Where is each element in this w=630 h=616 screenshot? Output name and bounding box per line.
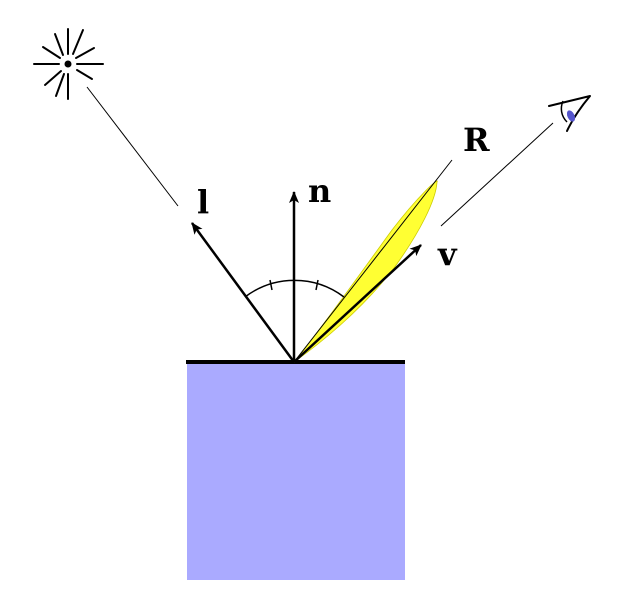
material-block: [187, 362, 405, 580]
view-vector-label: v: [437, 235, 458, 273]
angle-tick-right: [315, 279, 319, 291]
light-vector: [190, 222, 296, 363]
reflection-ray: [293, 159, 453, 363]
view-vector: [293, 244, 422, 363]
incidence-angle-arc: [244, 279, 345, 298]
reflection-vector-label: R: [463, 121, 490, 159]
normal-vector-label: n: [308, 172, 331, 210]
angle-tick-left: [269, 279, 273, 291]
view-ray: [440, 122, 554, 227]
light-ray: [86, 86, 179, 207]
sun-icon: [33, 28, 104, 100]
light-vector-label: l: [197, 183, 209, 221]
eye-icon: [548, 95, 591, 132]
